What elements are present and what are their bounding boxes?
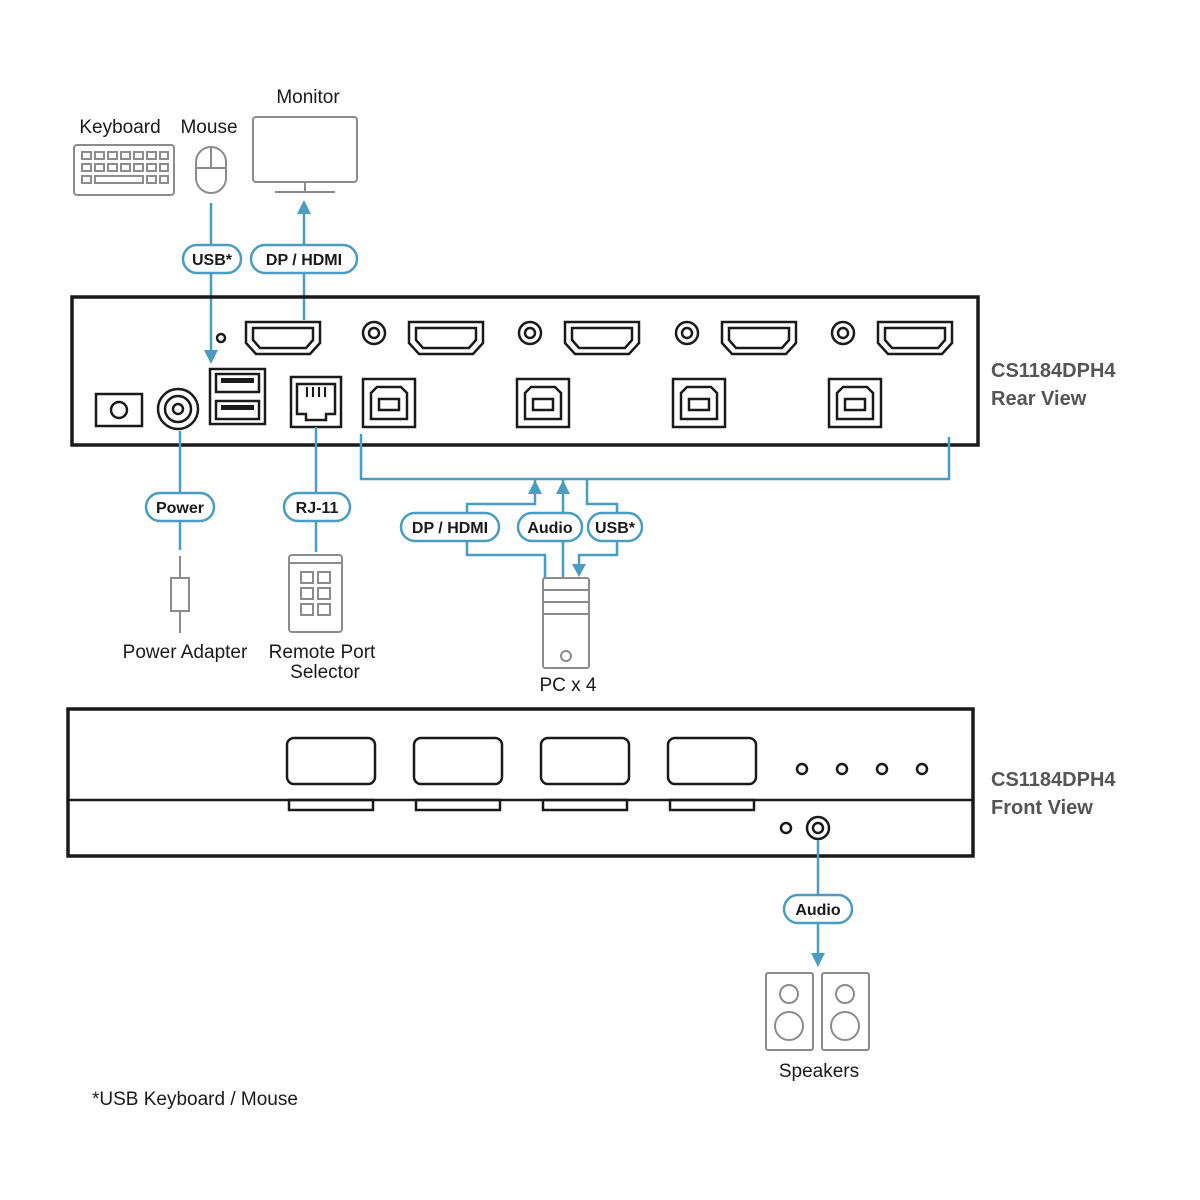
front-view-model: CS1184DPH4 [991,769,1116,791]
power-adapter-icon [170,556,190,633]
svg-text:Audio: Audio [527,520,573,537]
hdmi-port-pc4 [876,320,954,356]
arrow-up-icon [528,480,542,494]
footnote: *USB Keyboard / Mouse [92,1089,298,1110]
arrow-down-icon [572,564,586,577]
dc-power-jack [94,392,144,428]
keyboard-label: Keyboard [79,117,160,138]
monitor-label: Monitor [276,87,340,108]
usb-b-port-pc2 [515,377,571,429]
hdmi-port-console [244,320,322,356]
mouse-icon [195,146,227,194]
svg-text:DP / HDMI: DP / HDMI [266,252,342,269]
audio-led [779,821,793,835]
port-select-button-1[interactable] [285,736,377,812]
front-audio-pill: Audio [782,893,854,925]
rear-panel [70,295,980,447]
audio-jack-pc2 [517,320,543,346]
rear-view-model: CS1184DPH4 [991,360,1116,382]
front-audio-jack [805,815,831,841]
svg-text:Audio: Audio [795,902,841,919]
arrow-down-icon [811,953,825,967]
usb-connection-pill: USB* [181,243,243,275]
hdmi-port-pc1 [407,320,485,356]
hdmi-port-pc2 [563,320,641,356]
status-led [215,332,227,344]
svg-text:USB*: USB* [192,252,233,269]
pc-bus-cable [359,434,951,481]
front-view-title: Front View [991,797,1093,819]
pc-audio-pill: Audio [516,511,584,543]
port-select-button-4[interactable] [666,736,758,812]
port-select-button-3[interactable] [539,736,631,812]
keyboard-icon [73,144,175,196]
port-select-button-2[interactable] [412,736,504,812]
speakers-label: Speakers [779,1061,859,1082]
usb-b-port-pc3 [671,377,727,429]
arrow-up-icon [297,200,311,214]
front-panel [66,707,975,858]
port-led-3 [875,762,889,776]
audio-jack-pc4 [830,320,856,346]
arrow-down-icon [204,350,218,364]
pc-tower-icon [542,577,590,669]
usb-b-port-pc4 [827,377,883,429]
port-led-1 [795,762,809,776]
usb-a-ports [208,367,267,426]
svg-text:USB*: USB* [595,520,636,537]
rj11-port [289,375,343,429]
power-adapter-label: Power Adapter [123,642,248,663]
pc-usb-pill: USB* [586,511,644,543]
usb-b-port-pc1 [361,377,417,429]
audio-jack-pc1 [361,320,387,346]
hdmi-port-pc3 [720,320,798,356]
mouse-label: Mouse [180,117,237,138]
svg-text:Power: Power [156,500,204,517]
audio-jack-pc3 [674,320,700,346]
pc-label: PC x 4 [539,675,596,696]
arrow-up-icon [556,480,570,494]
svg-text:DP / HDMI: DP / HDMI [412,520,488,537]
rj11-connection-pill: RJ-11 [282,491,352,523]
speakers-icon [765,972,870,1051]
power-coax-port [156,387,200,431]
pc-dp-hdmi-pill: DP / HDMI [399,511,501,543]
remote-port-selector-icon [288,554,343,633]
port-led-2 [835,762,849,776]
port-led-4 [915,762,929,776]
remote-selector-label-2: Selector [290,662,360,683]
remote-selector-label-1: Remote Port [269,642,376,663]
svg-text:RJ-11: RJ-11 [296,500,339,517]
power-connection-pill: Power [144,491,216,523]
dp-hdmi-connection-pill: DP / HDMI [249,243,359,275]
monitor-icon [252,116,358,193]
rear-view-title: Rear View [991,388,1087,410]
